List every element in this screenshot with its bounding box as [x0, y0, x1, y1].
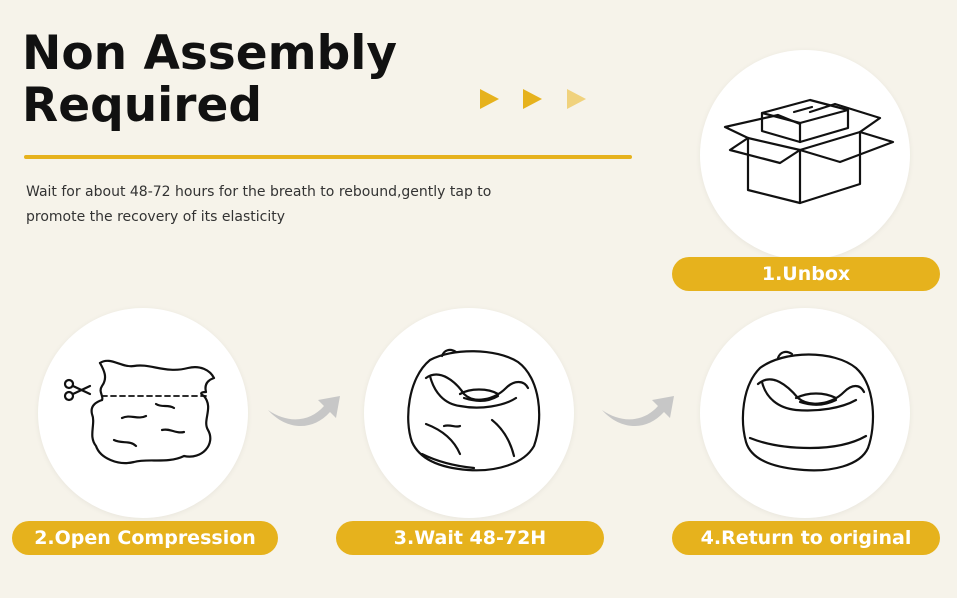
- step-2-circle: [38, 308, 248, 518]
- curved-arrow-icon: [602, 396, 674, 427]
- step-2-label: 2.Open Compression: [12, 521, 278, 555]
- title-line-1: Non Assembly: [22, 26, 398, 81]
- step-1-circle: [700, 50, 910, 260]
- curved-arrow-icon: [268, 396, 340, 427]
- play-arrow-icon: [523, 89, 542, 109]
- play-arrow-icon: [480, 89, 499, 109]
- description: Wait for about 48-72 hours for the breat…: [26, 180, 586, 230]
- title-divider: [24, 155, 632, 159]
- step-4-label: 4.Return to original: [672, 521, 940, 555]
- play-arrow-icon: [567, 89, 586, 109]
- page-title: Non Assembly Required: [22, 28, 397, 132]
- title-line-2: Required: [22, 78, 262, 133]
- step-3-circle: [364, 308, 574, 518]
- box-icon: [723, 98, 895, 205]
- compressed-bag-scissors-icon: [63, 359, 216, 465]
- description-line-1: Wait for about 48-72 hours for the breat…: [26, 184, 492, 200]
- bean-bag-chair-icon: [407, 348, 541, 472]
- step-1-label: 1.Unbox: [672, 257, 940, 291]
- bean-bag-chair-icon: [741, 350, 875, 472]
- step-4-circle: [700, 308, 910, 518]
- description-line-2: promote the recovery of its elasticity: [26, 209, 285, 225]
- step-3-label: 3.Wait 48-72H: [336, 521, 604, 555]
